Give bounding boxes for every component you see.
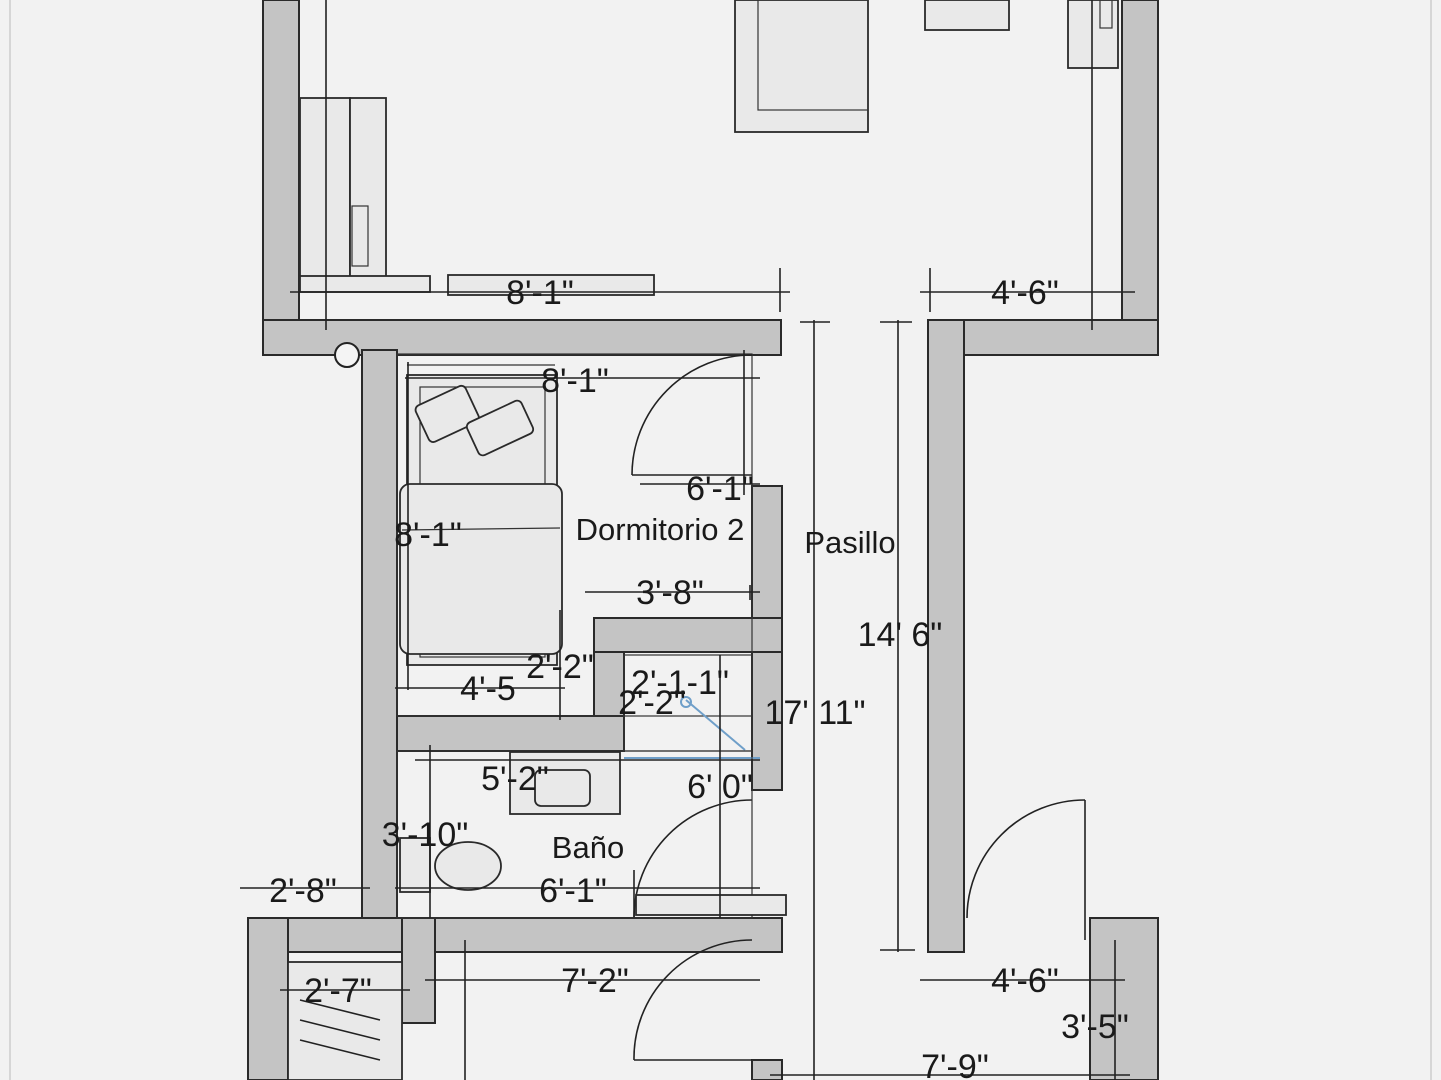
wall-bottom-stub	[751, 1059, 783, 1080]
dim-bath-depth: 3'-10"	[382, 816, 469, 854]
dim-hall-total: 17' 11"	[764, 694, 865, 732]
dim-bottom-width: 7'-9"	[921, 1048, 989, 1080]
sofa-icon	[734, 0, 869, 133]
wall-lower-right	[1089, 917, 1159, 1080]
blanket-fold-icon	[401, 527, 561, 531]
wall-left-long	[361, 349, 398, 921]
toilet-bowl-icon	[434, 841, 502, 891]
dim-lower-small: 2'-7"	[304, 972, 372, 1010]
closet-blue-point-icon	[680, 696, 692, 708]
dim-lower-width: 7'-2"	[561, 962, 629, 1000]
wall-lower-stub	[401, 917, 436, 1024]
lower-closet	[287, 961, 403, 1080]
cabinet-icon	[1067, 0, 1119, 69]
dim-lower-right-depth: 3'-5"	[1061, 1008, 1129, 1046]
wall-bath-bottom	[247, 917, 783, 953]
hanger-line-3-icon	[299, 1039, 381, 1061]
furniture-bedroom	[396, 353, 753, 717]
wardrobe-drawer-icon	[351, 205, 369, 267]
dim-bath-inner: 6' 0"	[687, 768, 753, 806]
cabinet-handle-icon	[1099, 0, 1113, 29]
dim-closet-depth: 2'-2"	[618, 684, 686, 722]
dim-top-right-width: 4'-6"	[991, 274, 1059, 312]
wall-top-left-vertical	[262, 0, 300, 356]
room-label-hallway: Pasillo	[804, 525, 895, 560]
sofa-seat-icon	[757, 0, 869, 111]
wardrobe-icon	[299, 97, 351, 291]
dim-hall-length: 14' 6"	[858, 616, 943, 654]
wall-closet-top	[593, 617, 783, 653]
dim-bath-width: 6'-1"	[539, 872, 607, 910]
dim-bed2-small: 2'-2"	[526, 648, 594, 686]
blanket-icon	[399, 483, 563, 655]
bath-threshold-icon	[635, 894, 787, 916]
door-swing-bath-icon	[633, 799, 753, 919]
door-swing-entry-icon	[966, 799, 1086, 919]
room-label-bedroom2: Dormitorio 2	[576, 512, 745, 547]
wall-bed-bath-divider	[396, 715, 625, 752]
pipe-icon	[334, 342, 360, 368]
counter-icon	[447, 274, 655, 296]
doors	[631, 354, 1086, 1061]
dimension-lines	[240, 0, 1135, 1080]
pillow-right-icon	[465, 399, 535, 457]
dim-bed2-depth: 8'-1"	[394, 516, 462, 554]
dim-closet-width: 2'-1-1"	[631, 664, 729, 702]
wall-top-right-vertical	[1121, 0, 1159, 356]
dim-bed2-door-side: 6'-1"	[686, 470, 754, 508]
door-swing-lower-icon	[633, 939, 753, 1061]
dim-bed2-width: 8'-1"	[541, 362, 609, 400]
hanger-line-2-icon	[299, 1019, 381, 1041]
toilet-tank-icon	[399, 837, 431, 893]
dim-bed2-inner: 3'-8"	[636, 574, 704, 612]
pillow-left-icon	[414, 384, 480, 443]
shelf-icon	[299, 275, 431, 293]
table-icon	[924, 0, 1010, 31]
wall-lower-left	[247, 917, 289, 1080]
labels: 8'-1" 4'-6" 8'-1" 8'-1" 6'-1" 3'-8" 4'-5…	[269, 274, 1129, 1080]
wall-hall-right	[927, 319, 965, 953]
dim-left-ext: 2'-8"	[269, 872, 337, 910]
furniture-top	[299, 0, 1119, 296]
sink-icon	[534, 769, 591, 807]
hanger-line-1-icon	[299, 999, 381, 1021]
room-label-bathroom: Baño	[552, 830, 624, 865]
bedroom-outline	[396, 353, 753, 717]
dim-top-room-width: 8'-1"	[506, 274, 574, 312]
door-swing-bedroom-icon	[631, 354, 753, 476]
dim-bed2-lower: 4'-5	[460, 670, 516, 708]
walls	[247, 0, 1159, 1080]
bathroom-fixtures	[396, 750, 787, 919]
dim-lower-right: 4'-6"	[991, 962, 1059, 1000]
bathroom-outline	[396, 750, 753, 919]
closet-blue-diagonal-icon	[685, 699, 746, 751]
dim-bath-vanity: 5'-2"	[481, 760, 549, 798]
